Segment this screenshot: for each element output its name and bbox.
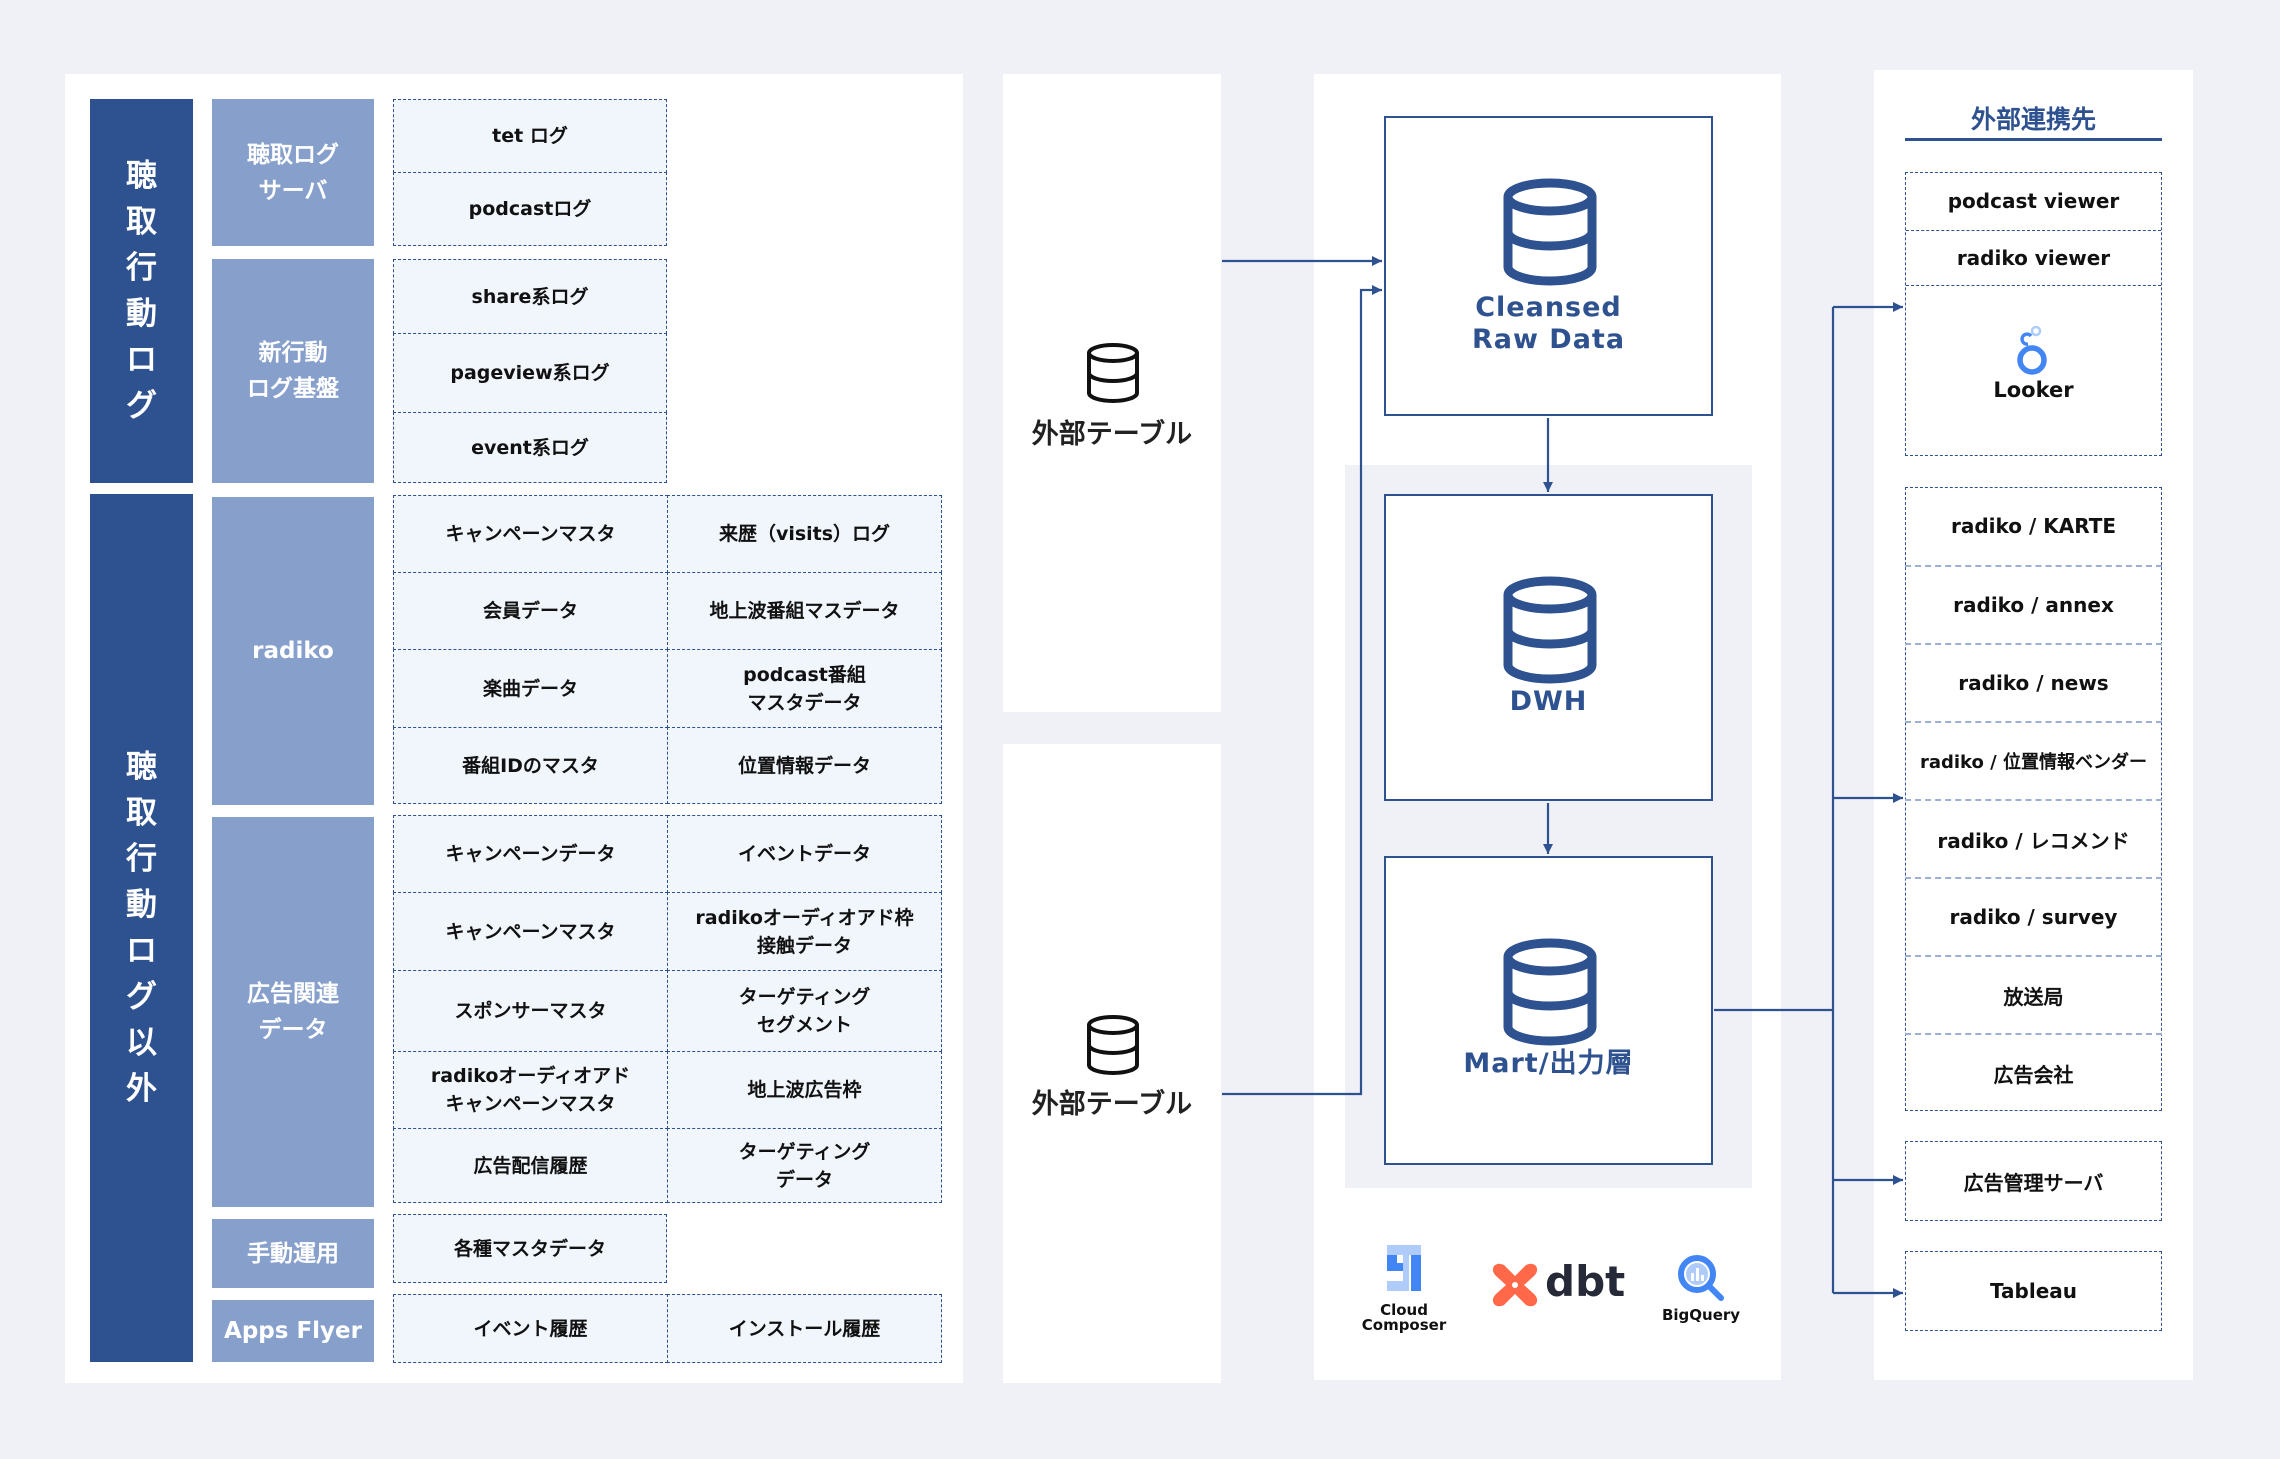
divider [1906,285,2161,286]
item-ad-delivery-history: 広告配信履歴 [393,1128,668,1203]
database-icon [1503,938,1597,1046]
item-tet-log: tet ログ [393,99,667,173]
item-audio-ad-campaign-master: radikoオーディオアド キャンペーンマスタ [393,1051,668,1129]
category-manual-ops: 手動運用 [212,1219,374,1288]
item-visits-log: 来歴（visits）ログ [667,495,942,573]
integration-item: radiko / survey [1905,877,2162,955]
item-targeting-data: ターゲティング データ [667,1128,942,1203]
layer-label: Cleansed Raw Data [1471,292,1626,355]
integration-item: radiko / news [1905,643,2162,721]
group-title-char: ロ [126,933,157,969]
group-title-char: 取 [126,204,157,240]
item-terrestrial-ad-slot: 地上波広告枠 [667,1051,942,1129]
group-listening-log: 聴取行動ログ [90,99,193,483]
integration-radiko-viewer: radiko viewer [1956,245,2111,270]
tool-label-cloud-composer: Cloud Composer [1361,1301,1447,1334]
item-various-master-data: 各種マスタデータ [393,1214,667,1283]
dbt-logo [1492,1263,1538,1307]
layer-cleansed-raw-data: Cleansed Raw Data [1384,116,1713,416]
integration-podcast-viewer: podcast viewer [1947,189,2120,213]
item-event-history: イベント履歴 [393,1294,668,1363]
database-icon [1087,1015,1139,1075]
integration-item: radiko / レコメンド [1905,799,2162,877]
looker-label: Looker [1993,378,2074,402]
group-title-char: 聴 [126,158,157,194]
layer-label: Mart/出力層 [1463,1048,1634,1079]
database-icon [1503,178,1597,286]
integration-item: 放送局 [1905,955,2162,1033]
external-table-label: 外部テーブル [1031,419,1193,450]
integration-item: radiko / annex [1905,565,2162,643]
integration-item: 広告会社 [1905,1033,2162,1111]
item-event-log: event系ログ [393,412,667,483]
layer-mart-output: Mart/出力層 [1384,856,1713,1165]
database-icon [1087,343,1139,403]
layer-dwh: DWH [1384,494,1713,801]
cloud-composer-logo [1387,1245,1421,1291]
looker-logo [2017,325,2047,375]
item-targeting-segment: ターゲティング セグメント [667,970,942,1052]
item-audio-ad-contact: radikoオーディオアド枠 接触データ [667,892,942,971]
group-title-char: 以 [126,1025,157,1061]
item-music-data: 楽曲データ [393,649,668,728]
category-listening-log-server: 聴取ログ サーバ [212,99,374,246]
title-underline [1905,138,2162,141]
integration-ad-server: 広告管理サーバ [1905,1141,2162,1221]
item-member-data: 会員データ [393,572,668,650]
item-sponsor-master: スポンサーマスタ [393,970,668,1052]
group-title-char: 行 [126,250,157,286]
integration-tableau: Tableau [1905,1251,2162,1331]
database-icon [1503,576,1597,684]
external-table-panel-1: 外部テーブル [1003,74,1221,712]
group-title-char: 行 [126,841,157,877]
divider [1906,230,2161,231]
group-title-char: グ [126,388,157,424]
group-title-char: 取 [126,795,157,831]
item-terrestrial-program-master: 地上波番組マスデータ [667,572,942,650]
item-podcast-log: podcastログ [393,172,667,246]
bigquery-logo [1678,1255,1724,1301]
group-title-char: 動 [126,296,157,332]
category-new-behavior-log: 新行動 ログ基盤 [212,259,374,483]
tool-label-dbt: dbt [1545,1257,1626,1306]
item-location-data: 位置情報データ [667,727,942,804]
tool-label-bigquery: BigQuery [1661,1306,1741,1324]
integration-item: radiko / KARTE [1950,514,2117,538]
group-non-listening-log: 聴取行動ログ以外 [90,494,193,1362]
external-table-panel-2: 外部テーブル [1003,744,1221,1383]
group-title-char: 聴 [126,749,157,785]
item-podcast-program-master: podcast番組 マスタデータ [667,649,942,728]
item-pageview-log: pageview系ログ [393,333,667,413]
item-campaign-master: キャンペーンマスタ [393,495,668,573]
group-title-char: グ [126,979,157,1015]
viewer-group [1905,172,2162,456]
integration-item: radiko / 位置情報ベンダー [1905,721,2162,799]
item-install-history: インストール履歴 [667,1294,942,1363]
layer-label: DWH [1509,686,1588,717]
arrow-ext2-to-cleansed [1222,285,1382,1096]
item-campaign-master-ad: キャンペーンマスタ [393,892,668,971]
category-apps-flyer: Apps Flyer [212,1300,374,1362]
integrations-title: 外部連携先 [1970,105,2096,134]
category-ad-data: 広告関連 データ [212,817,374,1207]
category-radiko: radiko [212,497,374,805]
external-table-label: 外部テーブル [1031,1089,1193,1120]
group-title-char: 外 [126,1071,157,1107]
group-title-char: 動 [126,887,157,923]
item-share-log: share系ログ [393,259,667,334]
group-title-char: ロ [126,342,157,378]
item-event-data: イベントデータ [667,815,942,893]
